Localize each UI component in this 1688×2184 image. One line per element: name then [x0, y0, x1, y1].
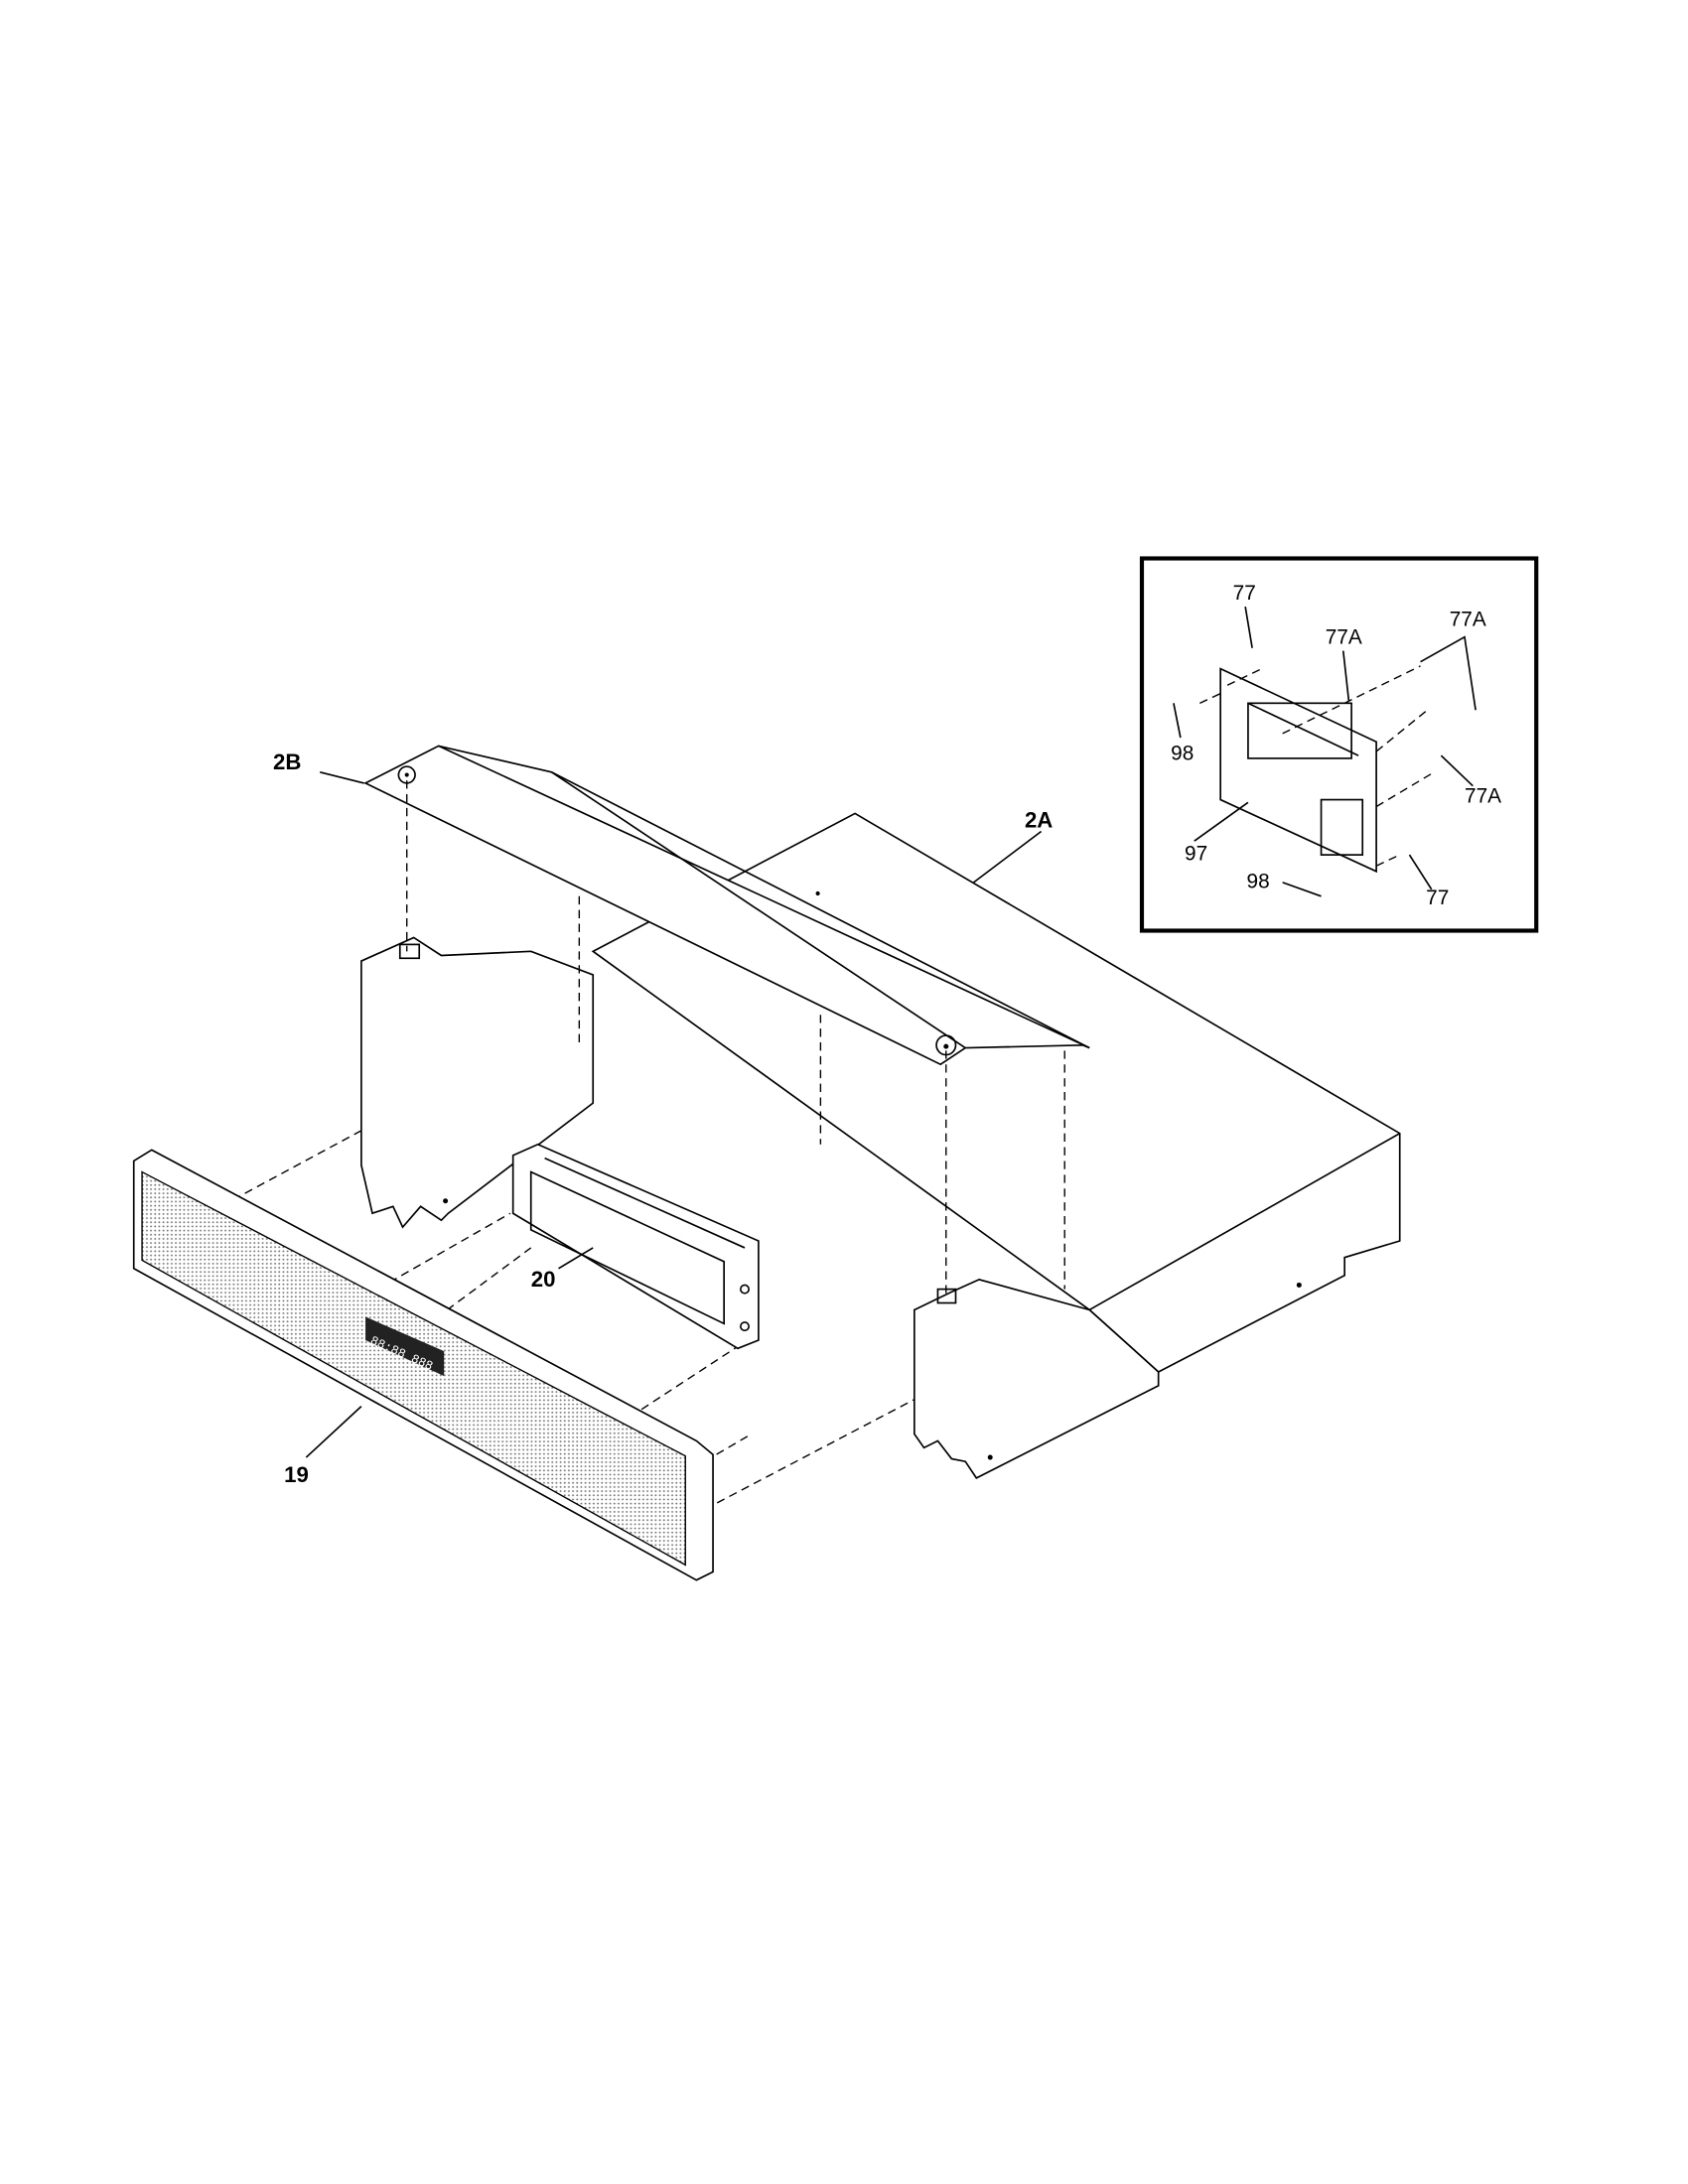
inset-label-97: 97	[1185, 843, 1207, 866]
cover-2b	[363, 745, 1090, 1066]
part-labels: 2B 2A 20 19	[273, 750, 1053, 1487]
control-panel-19: 88:88 888	[132, 1149, 714, 1581]
left-side-bracket	[360, 936, 595, 1229]
inset-label-77-bottom: 77	[1426, 887, 1449, 909]
inset-relay-board: 77 77A 77A 98 97 98 77A 77	[1139, 556, 1539, 933]
inset-label-77a-right: 77A	[1450, 609, 1486, 631]
inset-label-98-bottom: 98	[1247, 870, 1270, 892]
right-side-bracket	[913, 1279, 1160, 1479]
label-2a: 2A	[1025, 807, 1053, 832]
label-2b: 2B	[273, 750, 301, 774]
inset-label-77a-lower: 77A	[1465, 784, 1501, 807]
control-board-20	[511, 1143, 760, 1350]
label-20: 20	[531, 1267, 556, 1292]
inset-label-98-left: 98	[1171, 742, 1194, 764]
inset-label-77a-left: 77A	[1326, 626, 1362, 649]
label-19: 19	[284, 1462, 309, 1487]
inset-label-77-top: 77	[1233, 582, 1256, 605]
